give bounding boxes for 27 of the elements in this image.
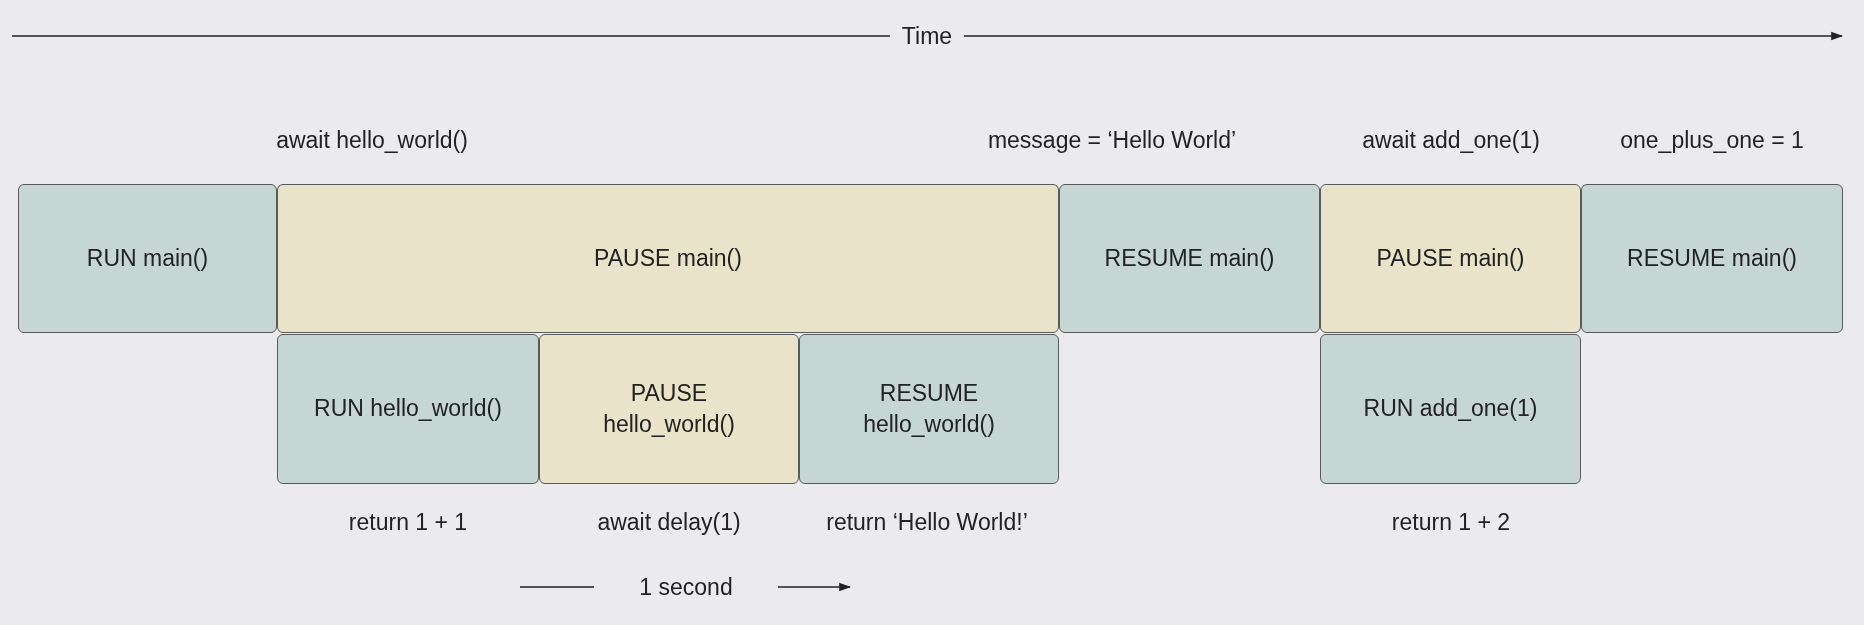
timeline-block (18, 184, 277, 333)
code-label: one_plus_one = 1 (1620, 126, 1804, 154)
code-label: await add_one(1) (1362, 126, 1540, 154)
block-label: RESUME main() (1103, 243, 1276, 273)
timeline-block (1320, 184, 1581, 333)
duration-label: 1 second (639, 573, 733, 601)
timeline-block (277, 184, 1059, 333)
block-label: PAUSE hello_world() (602, 378, 736, 439)
timeline-block (1059, 184, 1320, 333)
block-label: PAUSE main() (593, 243, 743, 273)
code-label: return ‘Hello World!’ (826, 508, 1028, 536)
code-label: return 1 + 1 (348, 508, 468, 536)
block-label: RESUME hello_world() (862, 378, 996, 439)
timeline-block (277, 334, 539, 484)
code-label: message = ‘Hello World’ (987, 126, 1237, 154)
block-label: RESUME main() (1626, 243, 1798, 273)
timeline-block (539, 334, 799, 484)
block-label: PAUSE main() (1375, 243, 1526, 273)
timeline-block (1320, 334, 1581, 484)
block-label: RUN add_one(1) (1362, 394, 1539, 424)
timeline-block (799, 334, 1059, 484)
code-label: return 1 + 2 (1391, 508, 1511, 536)
timeline-block (1581, 184, 1843, 333)
block-label: RUN main() (85, 243, 210, 273)
block-label: RUN hello_world() (313, 394, 503, 424)
code-label: await hello_world() (276, 126, 468, 154)
code-label: await delay(1) (597, 508, 741, 536)
